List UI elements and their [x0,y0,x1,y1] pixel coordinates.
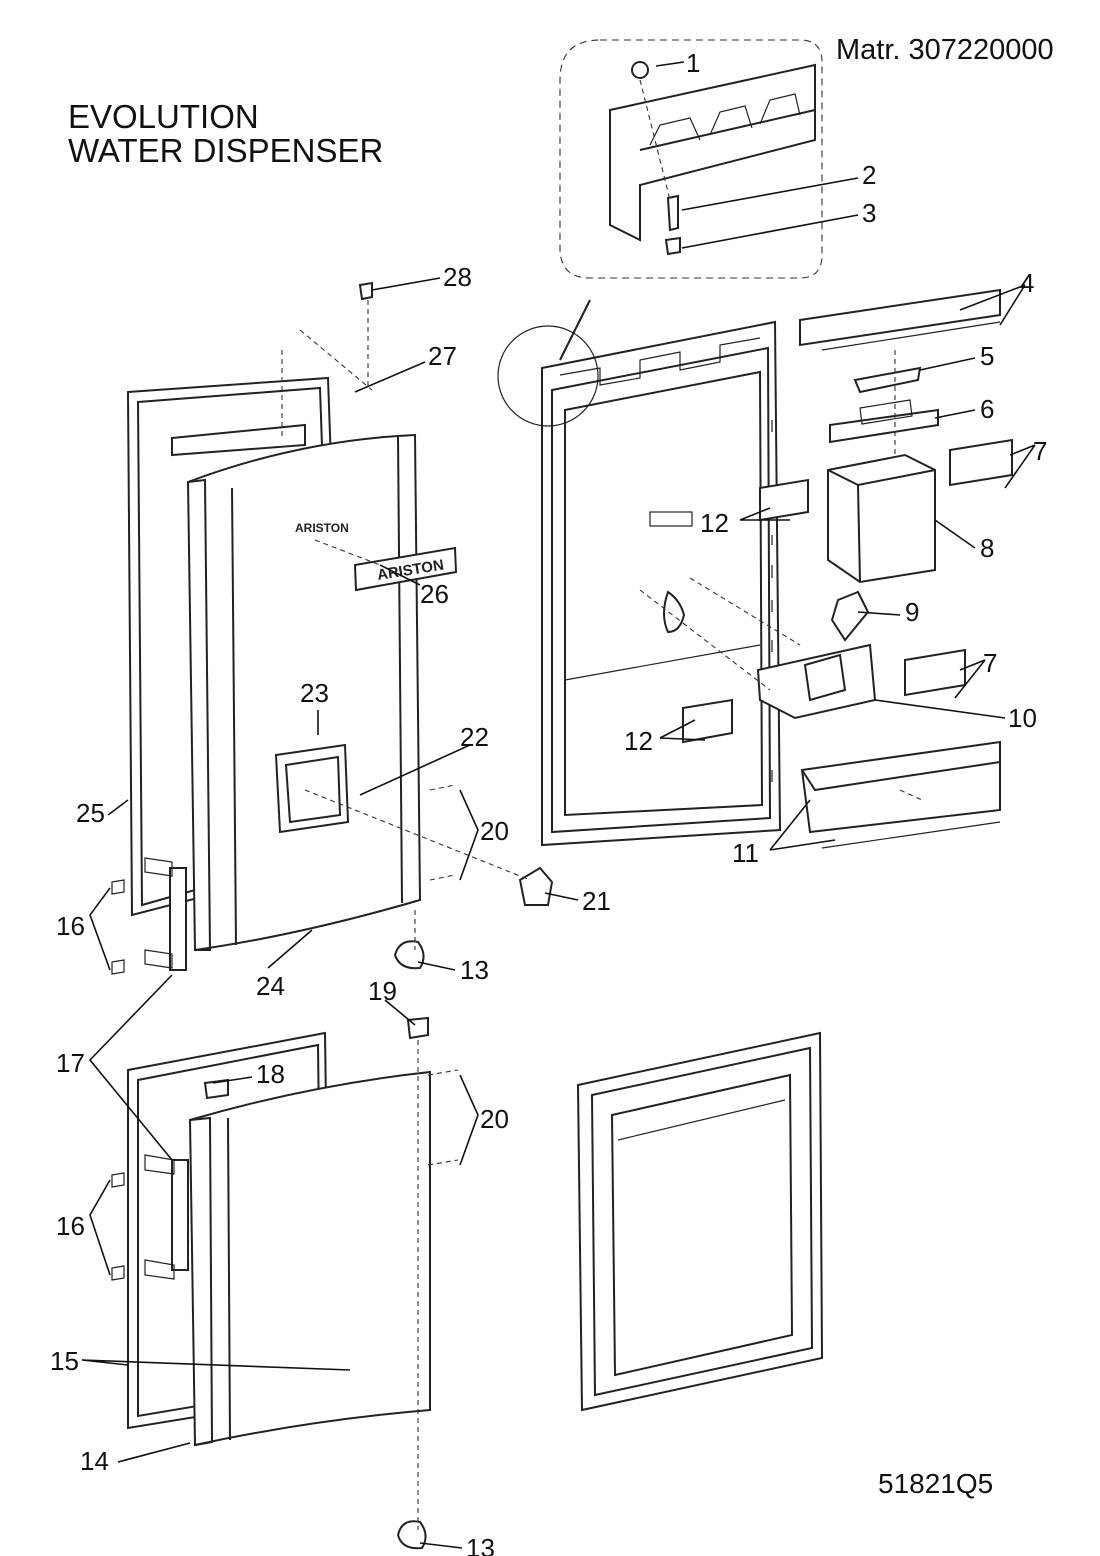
callout-3: 3 [862,198,876,228]
callout-9: 9 [905,597,919,627]
callout-20-upper: 20 [480,816,509,846]
callout-12-upper: 12 [700,508,729,538]
callout-27: 27 [428,341,457,371]
callout-24: 24 [256,971,285,1001]
leader-lines [81,61,1036,1549]
callout-12-lower: 12 [624,726,653,756]
callout-2: 2 [862,160,876,190]
callout-14: 14 [80,1446,109,1476]
callout-4: 4 [1020,268,1034,298]
door-logo-small: ARISTON [295,521,349,535]
callout-23: 23 [300,678,329,708]
fridge-door-liner [497,320,782,847]
diagram-title: EVOLUTION WATER DISPENSER [68,100,383,168]
callout-16-upper: 16 [56,911,85,941]
callout-26: 26 [420,579,449,609]
callout-labels: 1 2 3 4 5 6 7 8 9 7 10 11 12 12 13 13 14… [50,48,1047,1556]
drawing-code: 51821Q5 [878,1468,994,1499]
freezer-door-liner [576,1031,824,1412]
callout-13-upper: 13 [460,955,489,985]
upper-door-assembly: ARISTON ARISTON [126,376,458,971]
callout-18: 18 [256,1059,285,1089]
callout-20-lower: 20 [480,1104,509,1134]
callout-22: 22 [460,722,489,752]
shelves-and-parts [111,61,1013,1550]
title-line-2: WATER DISPENSER [68,132,384,169]
detail-inset [559,39,823,361]
callout-11: 11 [732,838,759,868]
material-number: Matr. 307220000 [836,34,1054,66]
callout-28: 28 [443,262,472,292]
callout-13-lower: 13 [466,1533,495,1556]
explode-lines [281,79,923,1530]
callout-7-upper: 7 [1033,436,1047,466]
callout-21: 21 [582,886,611,916]
lower-door-assembly [127,1031,431,1447]
callout-6: 6 [980,394,994,424]
callout-10: 10 [1008,703,1037,733]
callout-5: 5 [980,341,994,371]
callout-25: 25 [76,798,105,828]
callout-16-lower: 16 [56,1211,85,1241]
callout-17: 17 [56,1048,85,1078]
callout-19: 19 [368,976,397,1006]
callout-7-lower: 7 [983,648,997,678]
callout-8: 8 [980,533,994,563]
callout-15: 15 [50,1346,79,1376]
callout-1: 1 [686,48,700,78]
title-line-1: EVOLUTION [68,98,259,135]
